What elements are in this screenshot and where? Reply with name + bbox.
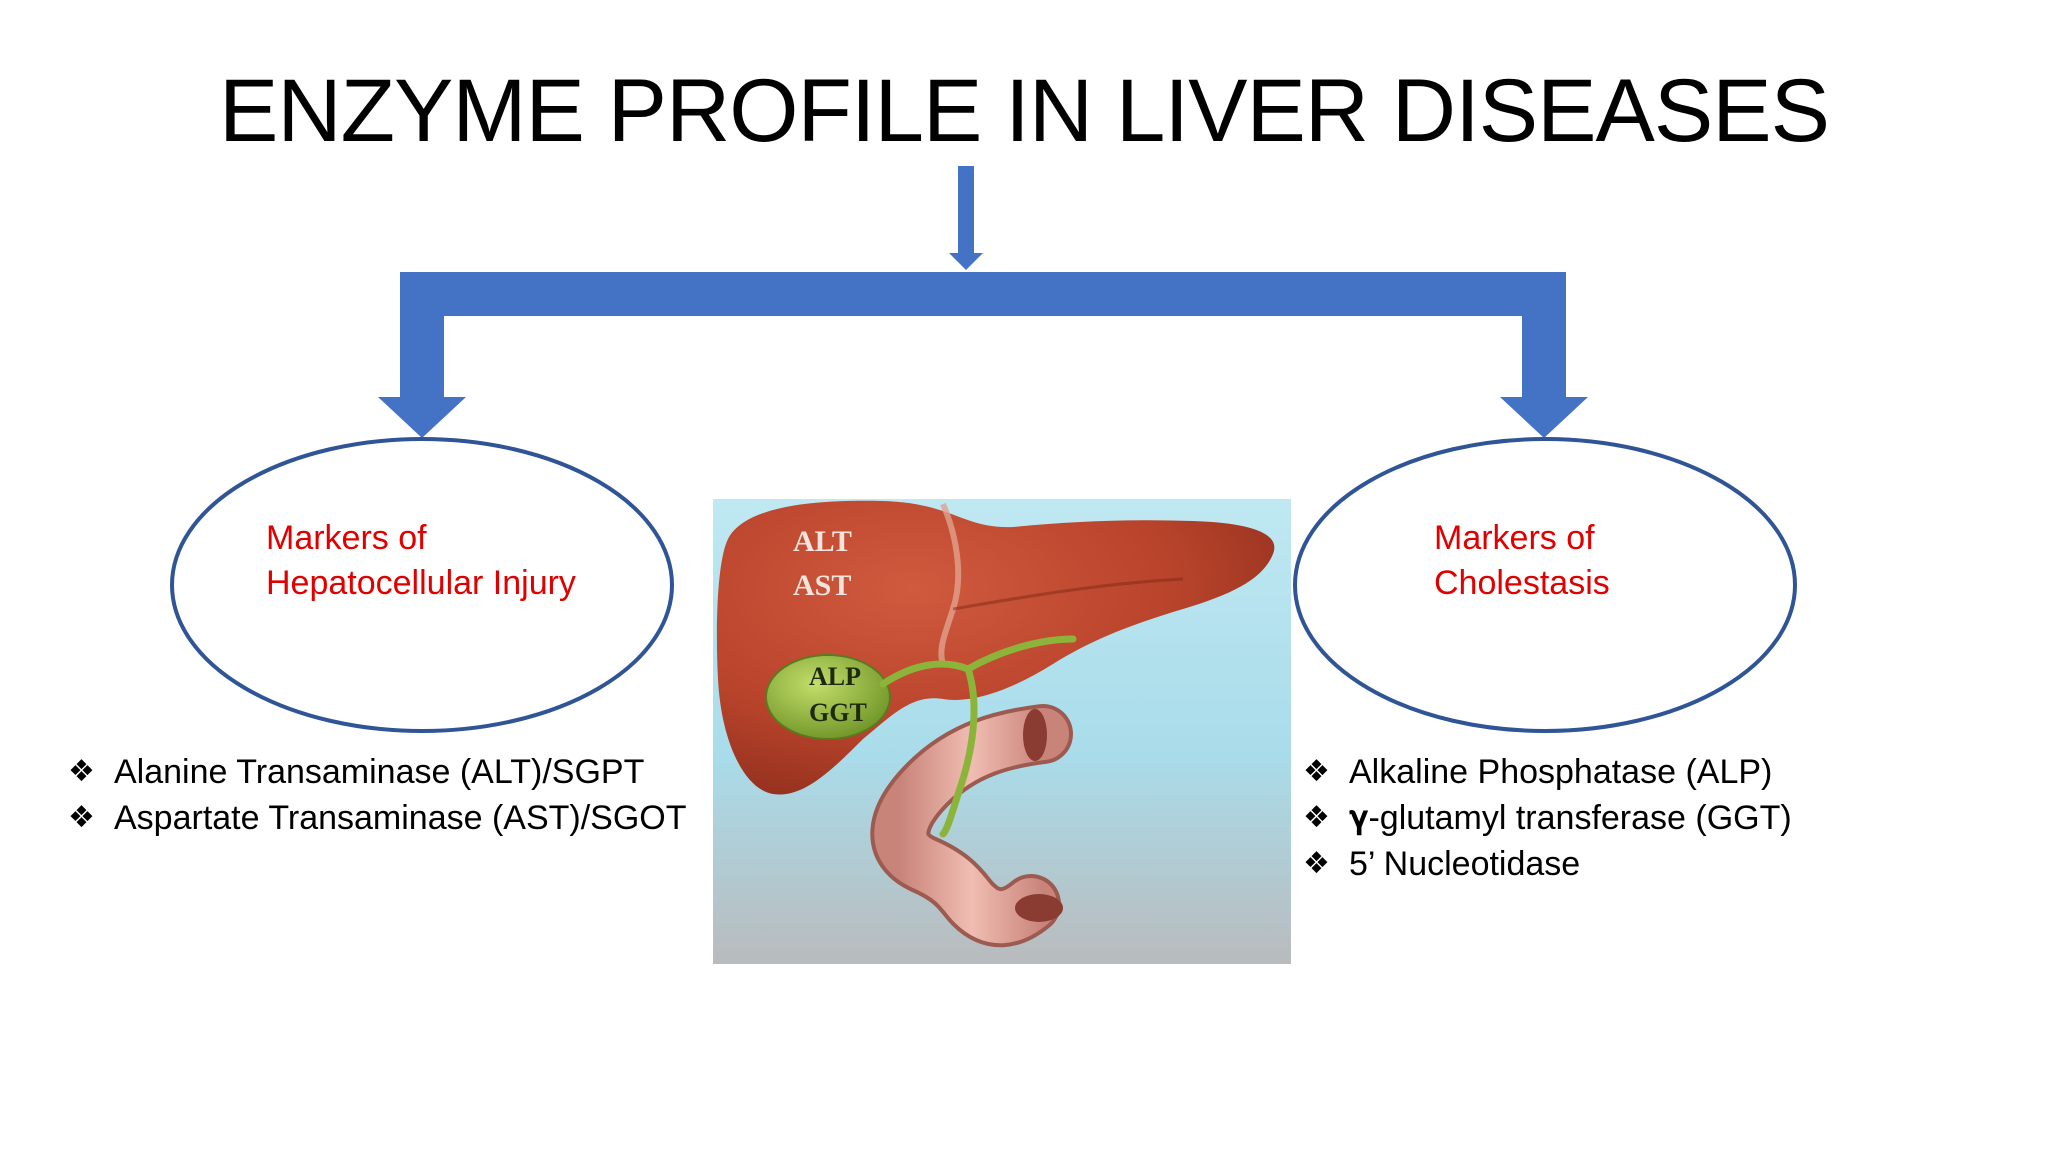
diamond-bullet-icon: ❖ bbox=[68, 754, 95, 789]
diamond-bullet-icon: ❖ bbox=[68, 800, 95, 835]
cholestasis-markers-list: ❖ Alkaline Phosphatase (ALP) ❖ 𝛄-glutamy… bbox=[1303, 749, 1792, 887]
left-ellipse-label: Markers of Hepatocellular Injury bbox=[266, 516, 576, 606]
right-down-arrow bbox=[1500, 272, 1588, 438]
hepatocellular-markers-list: ❖ Alanine Transaminase (ALT)/SGPT ❖ Aspa… bbox=[68, 749, 687, 841]
list-item: ❖ Aspartate Transaminase (AST)/SGOT bbox=[68, 795, 687, 841]
bile-ducts bbox=[879, 635, 1077, 838]
list-item-text: Alanine Transaminase (ALT)/SGPT bbox=[114, 753, 645, 791]
list-item-text: Aspartate Transaminase (AST)/SGOT bbox=[114, 799, 687, 837]
list-item: ❖ Alanine Transaminase (ALT)/SGPT bbox=[68, 749, 687, 795]
liver-label-ast: AST bbox=[793, 569, 851, 602]
diamond-bullet-icon: ❖ bbox=[1303, 754, 1330, 789]
right-ellipse-label-line2: Cholestasis bbox=[1434, 564, 1610, 602]
horizontal-bracket-bar bbox=[400, 272, 1534, 316]
right-ellipse-label-line1: Markers of bbox=[1434, 519, 1595, 557]
list-item-text: Alkaline Phosphatase (ALP) bbox=[1349, 753, 1773, 791]
gallbladder-label-alp: ALP bbox=[809, 662, 861, 691]
gallbladder-shape bbox=[765, 654, 891, 740]
list-item-text: 5’ Nucleotidase bbox=[1349, 845, 1581, 883]
list-item: ❖ 5’ Nucleotidase bbox=[1303, 841, 1792, 887]
title-down-arrow bbox=[949, 166, 983, 270]
organ-labels: ALT AST ALP GGT bbox=[793, 525, 867, 727]
list-item-text: 𝛄-glutamyl transferase (GGT) bbox=[1349, 799, 1792, 837]
liver-label-alt: ALT bbox=[793, 525, 852, 558]
left-ellipse bbox=[170, 437, 674, 733]
slide-title: ENZYME PROFILE IN LIVER DISEASES bbox=[219, 60, 1830, 160]
right-ellipse bbox=[1293, 437, 1797, 733]
right-ellipse-label: Markers of Cholestasis bbox=[1434, 516, 1610, 606]
gallbladder-label-ggt: GGT bbox=[809, 698, 867, 727]
diamond-bullet-icon: ❖ bbox=[1303, 846, 1330, 881]
left-down-arrow bbox=[378, 272, 466, 438]
left-ellipse-label-line2: Hepatocellular Injury bbox=[266, 564, 576, 602]
liver-illustration: ALT AST ALP GGT bbox=[713, 499, 1291, 964]
list-item: ❖ 𝛄-glutamyl transferase (GGT) bbox=[1303, 795, 1792, 841]
diamond-bullet-icon: ❖ bbox=[1303, 800, 1330, 835]
left-ellipse-label-line1: Markers of bbox=[266, 519, 427, 557]
list-item: ❖ Alkaline Phosphatase (ALP) bbox=[1303, 749, 1792, 795]
